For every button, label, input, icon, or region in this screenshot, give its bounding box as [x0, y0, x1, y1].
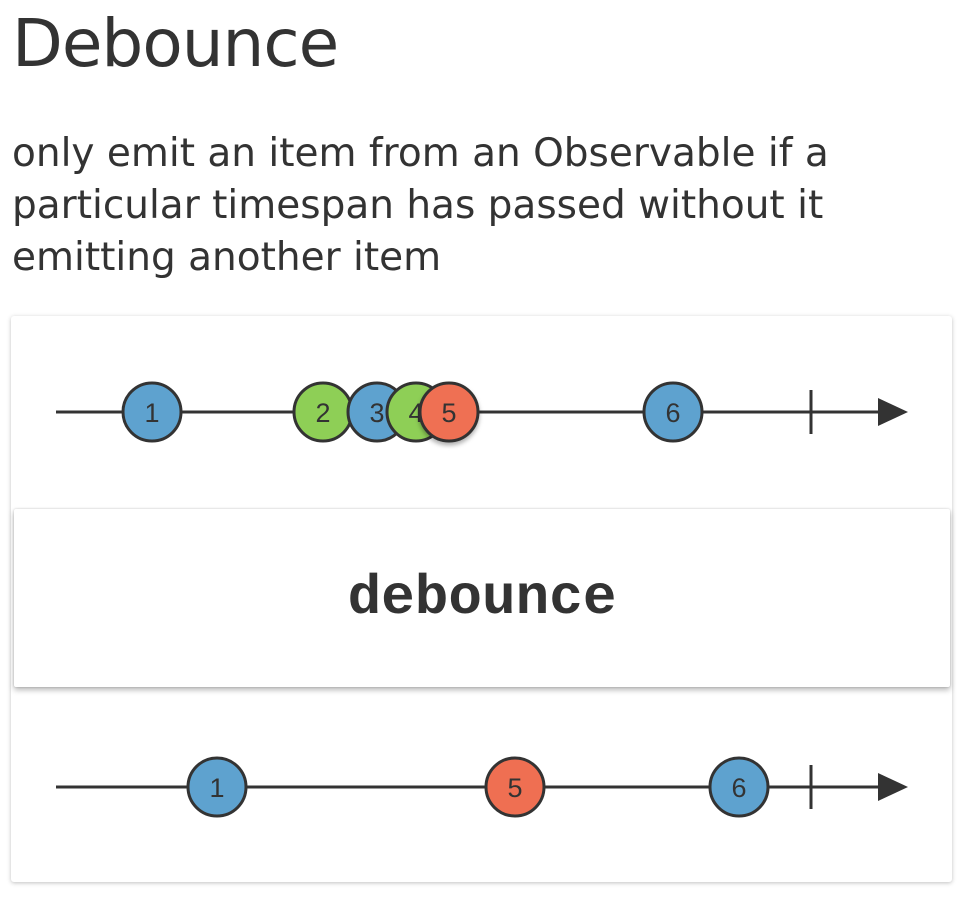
output-marble-label: 1 — [209, 773, 224, 803]
input-marble-circle — [642, 381, 704, 443]
output-marble-circle — [186, 756, 248, 818]
output-marble-circle — [708, 756, 770, 818]
input-marble-label: 3 — [369, 398, 384, 428]
output-arrow-head — [878, 773, 908, 801]
input-marble-label: 6 — [665, 398, 680, 428]
output-marble-circle — [484, 756, 546, 818]
output-marble-1: 1 — [186, 756, 248, 818]
output-timeline: 1 5 6 — [56, 756, 908, 818]
input-marble-circle — [121, 381, 183, 443]
output-marble-5: 5 — [484, 756, 546, 818]
input-arrow-head — [878, 398, 908, 426]
page-description: only emit an item from an Observable if … — [12, 131, 829, 280]
input-marble-6: 6 — [642, 381, 704, 443]
input-marble-2: 2 — [292, 381, 354, 443]
page-title: Debounce — [12, 5, 339, 82]
input-marble-label: 5 — [441, 398, 456, 428]
input-marble-circle — [418, 381, 480, 443]
input-marble-label: 1 — [144, 398, 159, 428]
operator-label: debounce — [347, 566, 617, 630]
output-marble-label: 6 — [731, 773, 746, 803]
output-marble-label: 5 — [507, 773, 522, 803]
output-marbles: 1 5 6 — [186, 756, 770, 818]
output-marble-6: 6 — [708, 756, 770, 818]
input-marble-5: 5 — [418, 381, 480, 443]
input-marble-1: 1 — [121, 381, 183, 443]
input-marble-label: 2 — [315, 398, 330, 428]
operator-box: debounce — [14, 509, 950, 687]
